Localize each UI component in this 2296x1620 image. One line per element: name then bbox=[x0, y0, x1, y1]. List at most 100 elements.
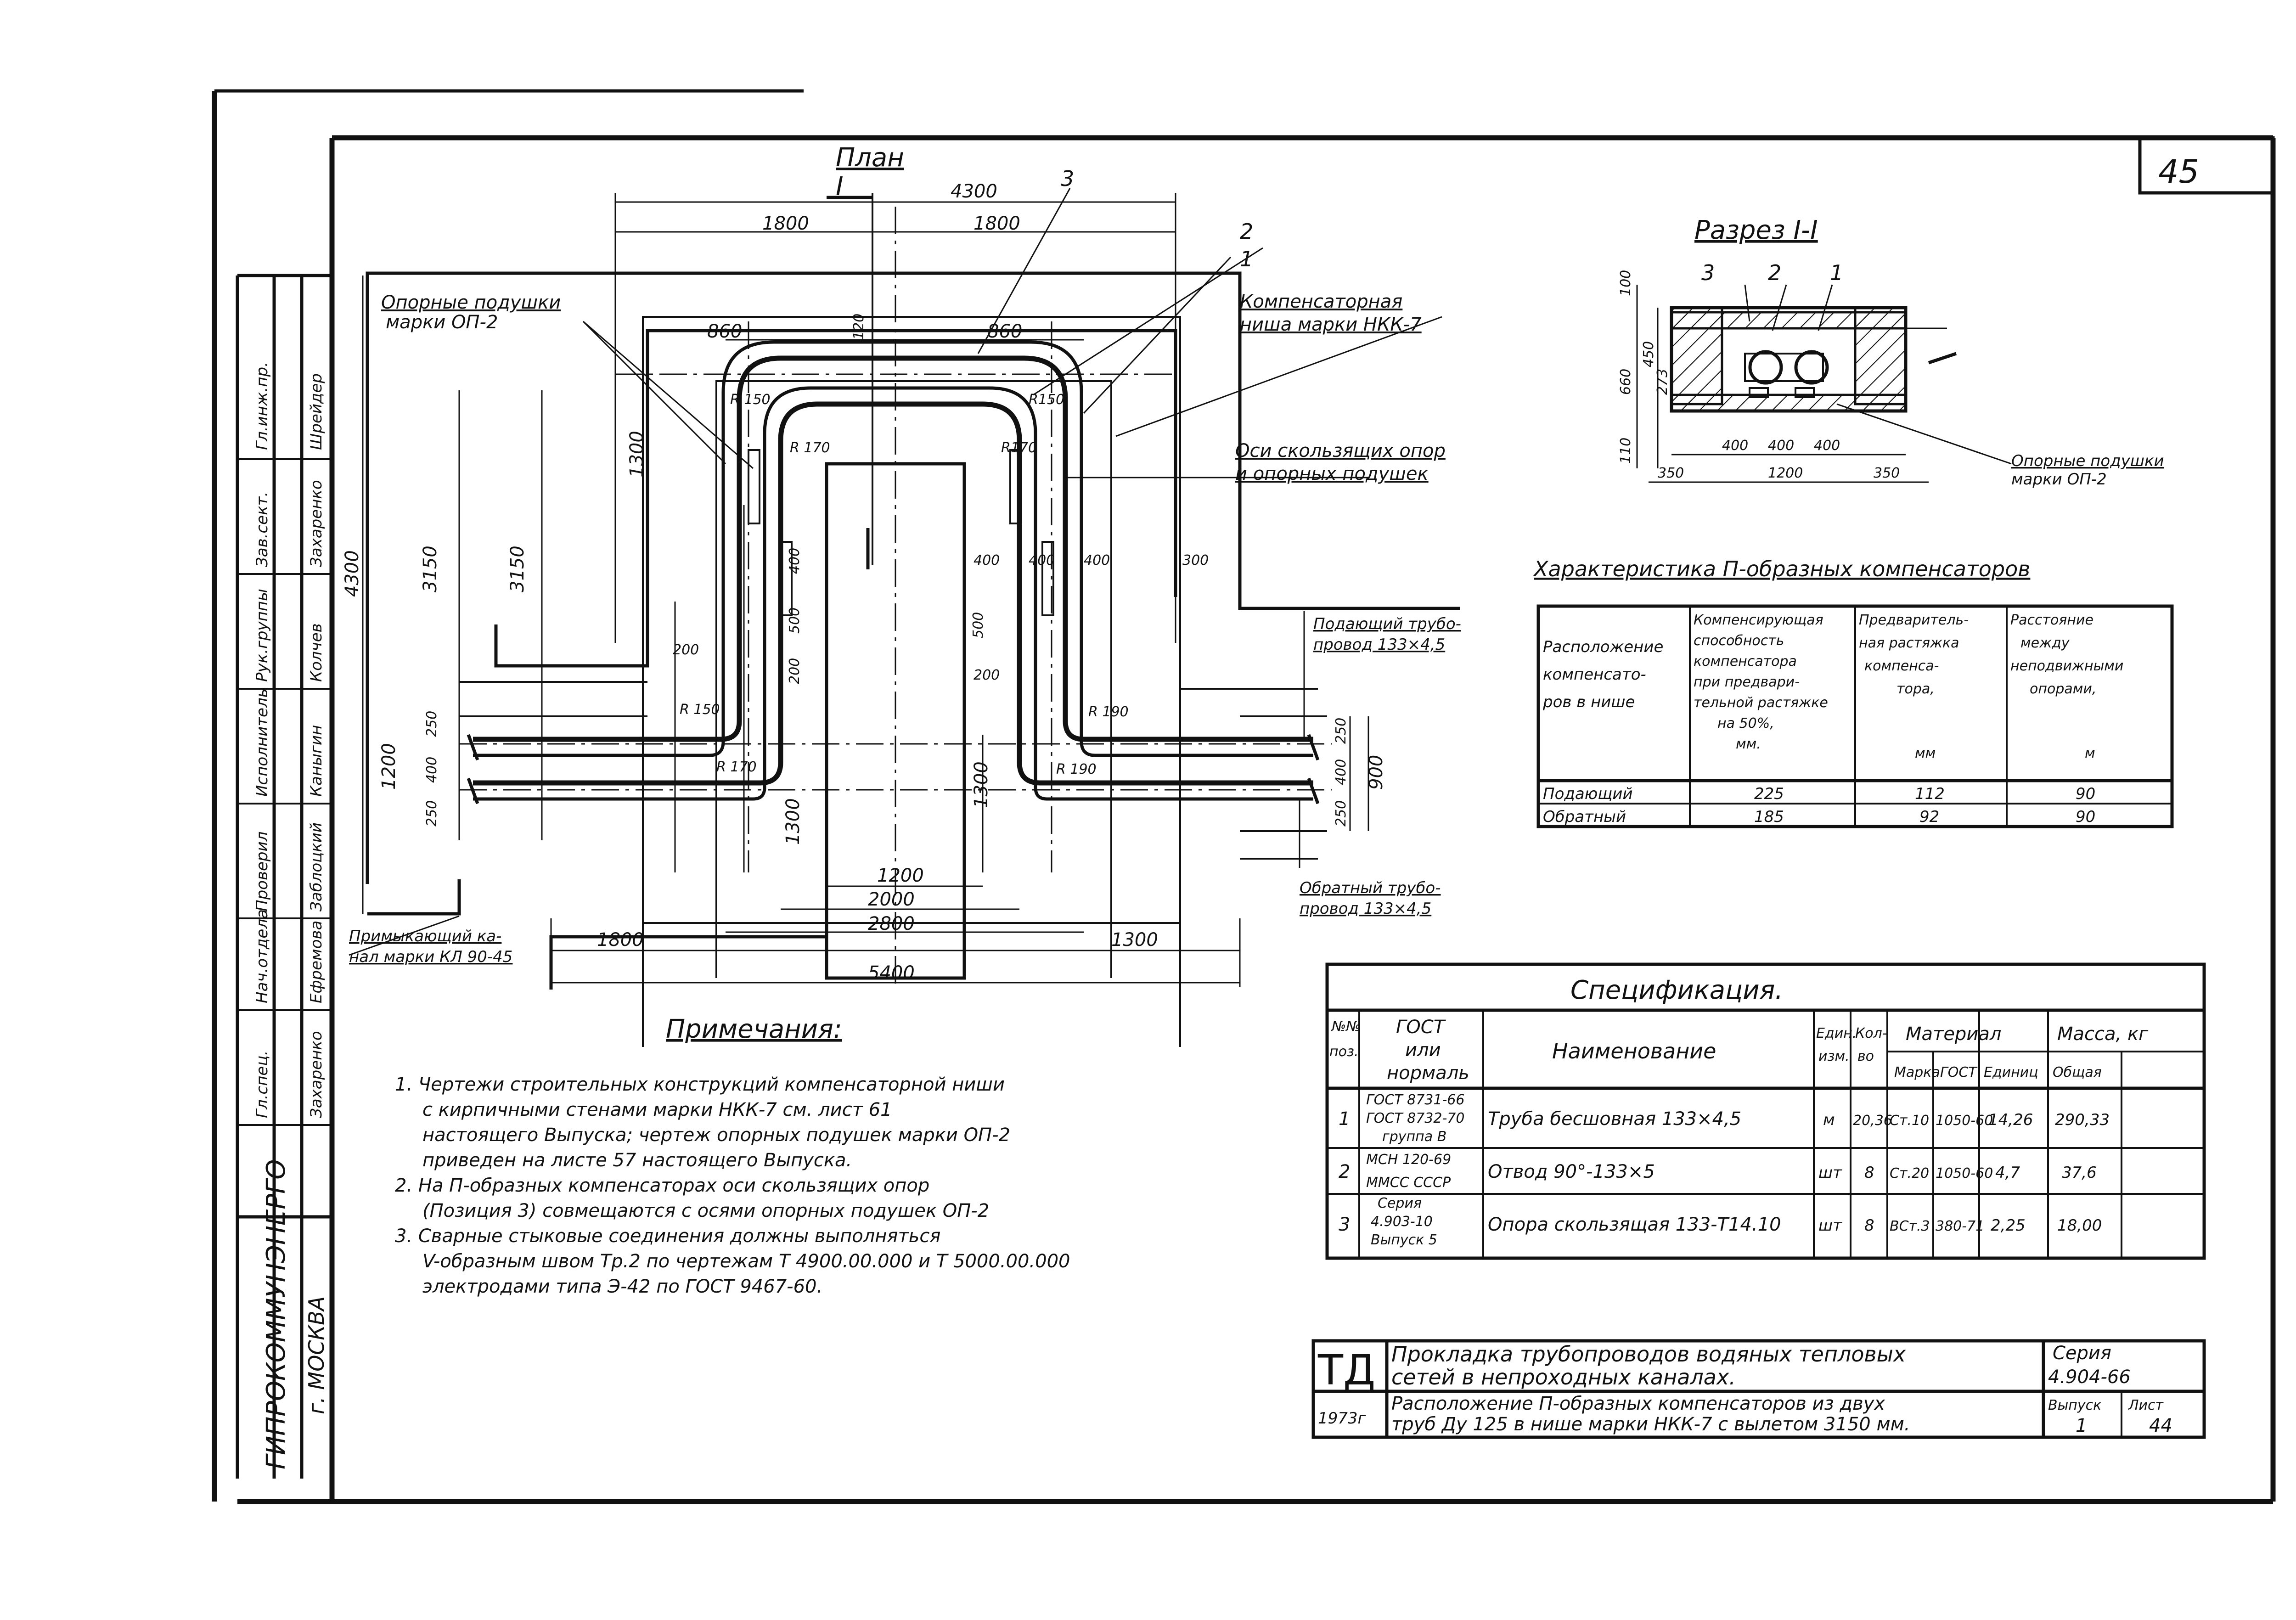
spec-r1-name: Труба бесшовная 133×4,5 bbox=[1488, 1108, 1741, 1130]
spec-r3-gost-3: Выпуск 5 bbox=[1371, 1232, 1437, 1248]
section-dim-400-b: 400 bbox=[1768, 438, 1794, 454]
plan-labels: Опорные подушки марки ОП-2 Компенсаторна… bbox=[349, 291, 1461, 966]
note-line-4: приведен на листе 57 настоящего Выпуска. bbox=[422, 1150, 852, 1171]
dim-1300-lower: 1300 bbox=[782, 798, 804, 845]
dim-2800-bottom: 2800 bbox=[868, 913, 915, 934]
dim-300-right: 300 bbox=[1182, 552, 1209, 568]
spec-r3-unit: шт bbox=[1818, 1216, 1842, 1235]
title-block bbox=[1311, 1339, 2206, 1439]
characteristics-text: Расположение компенсато- ров в нише Комп… bbox=[1542, 612, 2123, 826]
char-r2-cap: 185 bbox=[1754, 808, 1784, 826]
notes-title: Примечания: bbox=[666, 1014, 842, 1044]
dim-860-right: 860 bbox=[987, 321, 1022, 342]
dim-400-left-b: 400 bbox=[424, 757, 440, 783]
spec-r2-name: Отвод 90°-133×5 bbox=[1488, 1161, 1655, 1182]
char-h3-l1: Предваритель- bbox=[1859, 612, 1969, 628]
radius-r150-tl: R 150 bbox=[730, 392, 771, 408]
spec-h-unit-2: изм. bbox=[1818, 1048, 1850, 1064]
spec-h-material: Материал bbox=[1906, 1024, 2001, 1045]
char-h4-l1: Расстояние bbox=[2010, 612, 2093, 628]
stamp-role-6: Нач.отдела bbox=[253, 909, 271, 1003]
radius-r190-r: R 190 bbox=[1088, 704, 1129, 720]
spec-r1-gost2: 1050-60 bbox=[1936, 1113, 1993, 1129]
stamp-role-5: Проверил bbox=[253, 832, 271, 911]
dim-250-left-b: 250 bbox=[424, 800, 440, 827]
stamp-name-1: Шрейдер bbox=[307, 373, 326, 450]
spec-r3-qty: 8 bbox=[1864, 1216, 1874, 1235]
section-dim-400-c: 400 bbox=[1814, 438, 1840, 454]
plan-title: План bbox=[836, 143, 904, 173]
char-h3-l5: мм bbox=[1915, 745, 1936, 761]
label-niche-2: ниша марки НКК-7 bbox=[1240, 314, 1422, 335]
dim-1300-right: 1300 bbox=[971, 761, 992, 808]
dim-860-left: 860 bbox=[707, 321, 742, 342]
title-td: ТД bbox=[1317, 1346, 1375, 1395]
spec-h-gost2: ГОСТ bbox=[1940, 1064, 1978, 1080]
radius-r170-r: R 190 bbox=[1056, 761, 1097, 777]
note-line-7: 3. Сварные стыковые соединения должны вы… bbox=[395, 1226, 940, 1247]
plan-position-3: 3 bbox=[1061, 166, 1074, 191]
dim-4300-vertical: 4300 bbox=[342, 550, 363, 597]
label-axes-2: и опорных подушек bbox=[1235, 463, 1429, 484]
spec-r1-gost-2: ГОСТ 8732-70 bbox=[1366, 1110, 1464, 1126]
spec-r3-mark: ВСт.3 bbox=[1890, 1218, 1930, 1234]
dim-1200-left: 1200 bbox=[378, 743, 400, 790]
dim-250-left-a: 250 bbox=[424, 711, 440, 737]
char-r1-name: Подающий bbox=[1543, 785, 1633, 803]
spec-r2-total: 37,6 bbox=[2062, 1164, 2097, 1182]
char-h3-l2: ная растяжка bbox=[1859, 635, 1959, 651]
label-support-pads-2: марки ОП-2 bbox=[386, 312, 498, 333]
dim-1800-right: 1800 bbox=[974, 213, 1020, 234]
spec-r2-gost-1: МСН 120-69 bbox=[1366, 1152, 1451, 1168]
spec-r1-gost-1: ГОСТ 8731-66 bbox=[1366, 1092, 1464, 1108]
dim-400-left: 400 bbox=[787, 548, 803, 574]
section-dim-450: 450 bbox=[1641, 341, 1657, 367]
label-support-pads-1: Опорные подушки bbox=[381, 292, 561, 313]
char-r1-dist: 90 bbox=[2076, 785, 2095, 803]
note-line-2: с кирпичными стенами марки НКК-7 см. лис… bbox=[422, 1099, 892, 1120]
section-position-3: 3 bbox=[1701, 260, 1715, 285]
title-year: 1973г bbox=[1318, 1409, 1367, 1428]
radius-r170: R 170 bbox=[790, 440, 830, 456]
spec-h-unit-mass: Единиц bbox=[1984, 1064, 2038, 1080]
char-r1-cap: 225 bbox=[1754, 785, 1784, 803]
char-h1-l3: ров в нише bbox=[1542, 693, 1635, 711]
char-h2-l3: компенсатора bbox=[1694, 653, 1797, 669]
spec-r2-mark: Ст.20 bbox=[1890, 1165, 1929, 1181]
spec-r2-gost2: 1050-60 bbox=[1936, 1165, 1993, 1181]
label-axes-1: Оси скользящих опор bbox=[1235, 440, 1446, 461]
spec-r2-qty: 8 bbox=[1864, 1164, 1874, 1182]
dim-1300-bottom: 1300 bbox=[1111, 929, 1158, 951]
section-labels: 3 2 1 660 100 450 273 110 400 400 400 35… bbox=[1618, 260, 2164, 489]
char-r2-pre: 92 bbox=[1919, 808, 1939, 826]
note-line-8: V-образным швом Тр.2 по чертежам Т 4900.… bbox=[422, 1251, 1070, 1272]
spec-h-mass: Масса, кг bbox=[2057, 1024, 2149, 1045]
section-geometry bbox=[1636, 284, 2012, 483]
section-dim-350-right: 350 bbox=[1874, 465, 1900, 481]
title-issue: 1 bbox=[2076, 1415, 2087, 1436]
spec-r3-gost2: 380-71 bbox=[1936, 1218, 1984, 1234]
dim-400-right-a: 400 bbox=[974, 552, 1000, 568]
stamp-role-3: Рук.группы bbox=[253, 589, 271, 682]
dim-1200-bottom: 1200 bbox=[877, 865, 924, 886]
spec-h-qty-1: Кол- bbox=[1855, 1025, 1887, 1041]
char-h1-l1: Расположение bbox=[1543, 638, 1663, 656]
title-series-label: Серия bbox=[2053, 1343, 2111, 1364]
char-h2-l1: Компенсирующая bbox=[1694, 612, 1823, 628]
spec-h-gost-2: или bbox=[1405, 1040, 1441, 1061]
spec-r3-gost-2: 4.903-10 bbox=[1371, 1214, 1433, 1230]
spec-h-mark: Марка bbox=[1894, 1064, 1940, 1080]
title-series: 4.904-66 bbox=[2048, 1367, 2131, 1388]
note-line-3: настоящего Выпуска; чертеж опорных подуш… bbox=[422, 1125, 1010, 1146]
note-line-1: 1. Чертежи строительных конструкций комп… bbox=[395, 1074, 1005, 1095]
section-pads-label-2: марки ОП-2 bbox=[2011, 470, 2107, 489]
section-position-2: 2 bbox=[1768, 260, 1781, 285]
dim-4300: 4300 bbox=[951, 181, 997, 202]
title-line2-a: Расположение П-образных компенсаторов из… bbox=[1391, 1393, 1885, 1414]
char-h2-l4: при предвари- bbox=[1694, 674, 1800, 690]
dim-200-right: 200 bbox=[974, 667, 1000, 683]
spec-r1-unit: м bbox=[1823, 1111, 1835, 1129]
spec-h-qty-2: во bbox=[1857, 1048, 1874, 1064]
label-return-2: провод 133×4,5 bbox=[1300, 900, 1431, 918]
stamp-name-4: Каныгин bbox=[307, 725, 326, 797]
